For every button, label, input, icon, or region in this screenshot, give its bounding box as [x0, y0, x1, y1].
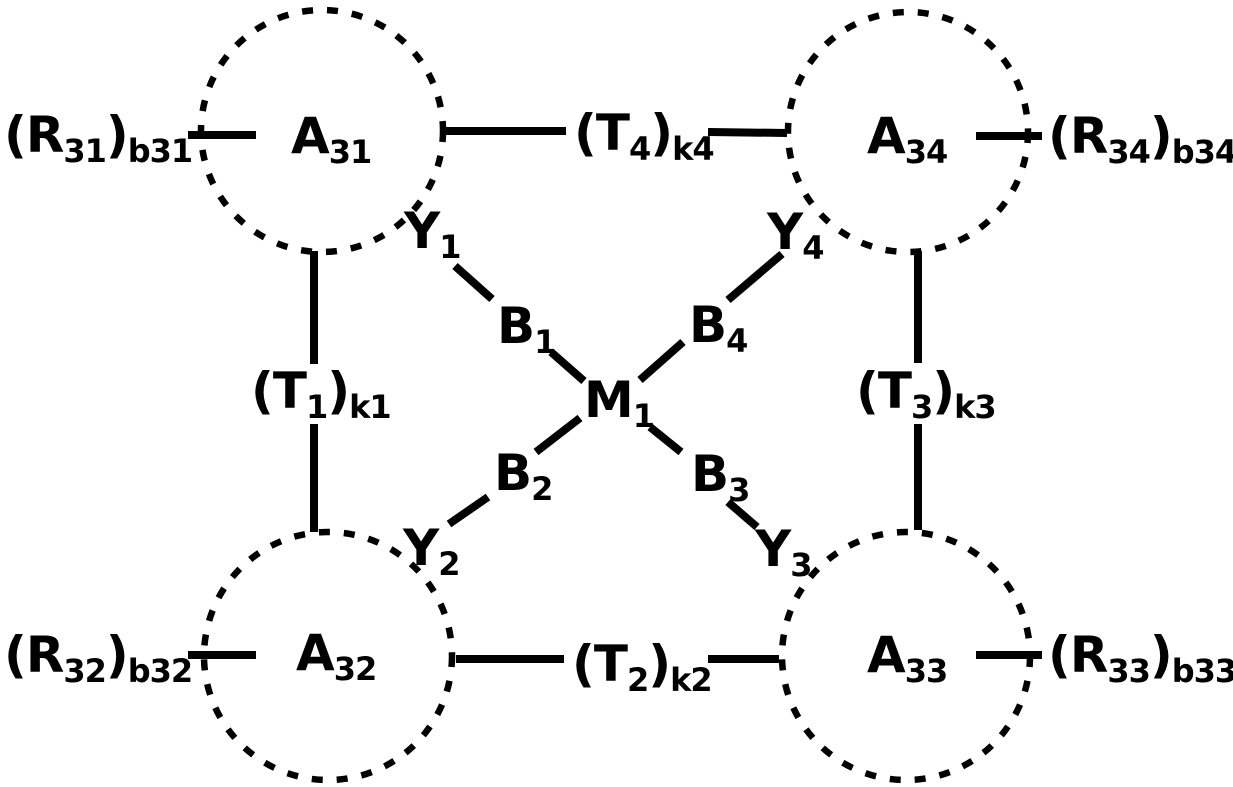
- label-a34: A34: [867, 107, 947, 171]
- bond-m1-b4: [637, 339, 686, 383]
- label-r31: (R31)b31: [4, 106, 192, 170]
- label-b2: B2: [494, 444, 552, 508]
- label-a33: A33: [867, 626, 947, 690]
- label-r34: (R34)b34: [1048, 107, 1233, 171]
- bond-b3-y3: [725, 498, 760, 531]
- label-t1: (T1)k1: [251, 362, 391, 426]
- bond-t4-right: [707, 128, 788, 137]
- ring-a32: [200, 528, 456, 784]
- bond-m1-b2: [533, 414, 583, 456]
- label-r33: (R33)b33: [1048, 626, 1233, 690]
- label-t3: (T3)k3: [856, 362, 996, 426]
- label-b1: B1: [497, 297, 555, 361]
- label-y2: Y2: [402, 519, 459, 583]
- label-t4: (T4)k4: [574, 104, 714, 168]
- bond-b1-m1: [548, 348, 587, 385]
- label-y4: Y4: [766, 203, 823, 267]
- label-m1: M1: [584, 371, 654, 435]
- label-t2: (T2)k2: [572, 635, 712, 699]
- label-y1: Y1: [403, 202, 460, 266]
- bonds-layer: [188, 127, 1042, 663]
- label-r32: (R32)b32: [4, 626, 192, 690]
- label-b4: B4: [689, 296, 747, 360]
- bond-y1-b1: [452, 263, 495, 302]
- label-a32: A32: [296, 624, 376, 688]
- label-y3: Y3: [754, 520, 811, 584]
- label-a31: A31: [291, 107, 371, 171]
- bond-b4-y4: [725, 250, 785, 304]
- bond-b2-y2: [446, 493, 491, 528]
- label-b3: B3: [691, 445, 749, 509]
- bond-m1-b3: [647, 423, 684, 456]
